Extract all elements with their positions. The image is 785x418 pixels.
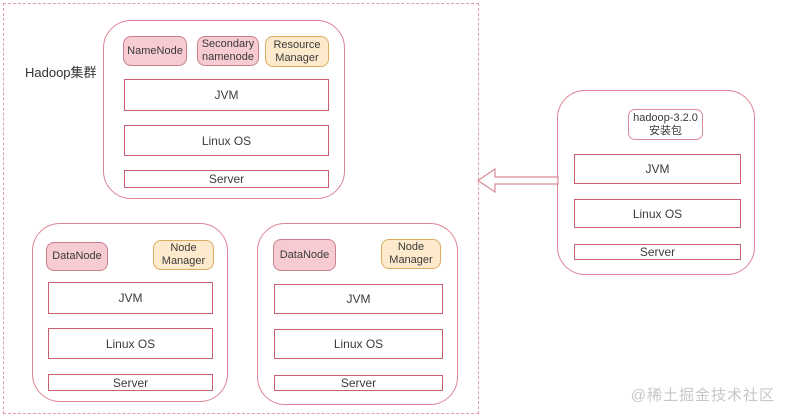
resource-manager-badge: Resource Manager	[265, 36, 329, 67]
linux-os-layer: Linux OS	[574, 199, 741, 228]
linux-os-layer: Linux OS	[48, 328, 213, 359]
hadoop-package-badge: hadoop-3.2.0 安装包	[628, 109, 703, 140]
linux-os-layer: Linux OS	[124, 125, 329, 156]
server-layer: Server	[124, 170, 329, 188]
server-layer: Server	[274, 375, 443, 391]
namenode-badge: NameNode	[123, 36, 187, 66]
secondary-namenode-badge: Secondary namenode	[197, 36, 259, 66]
node-manager-badge: Node Manager	[381, 239, 441, 269]
master-node: NameNode Secondary namenode Resource Man…	[103, 20, 345, 199]
jvm-layer: JVM	[274, 284, 443, 314]
worker-node-2: DataNode Node Manager JVM Linux OS Serve…	[257, 223, 458, 405]
cluster-label: Hadoop集群	[25, 65, 97, 80]
node-manager-badge: Node Manager	[153, 240, 214, 270]
watermark: @稀土掘金技术社区	[630, 387, 775, 404]
datanode-badge: DataNode	[46, 242, 108, 271]
jvm-layer: JVM	[124, 79, 329, 111]
deploy-arrow-icon	[473, 163, 559, 198]
worker-node-1: DataNode Node Manager JVM Linux OS Serve…	[32, 223, 228, 402]
datanode-badge: DataNode	[273, 239, 336, 271]
jvm-layer: JVM	[48, 282, 213, 314]
installer-node: hadoop-3.2.0 安装包 JVM Linux OS Server	[557, 90, 755, 275]
linux-os-layer: Linux OS	[274, 329, 443, 359]
jvm-layer: JVM	[574, 154, 741, 184]
server-layer: Server	[574, 244, 741, 260]
cluster-boundary	[3, 3, 479, 414]
server-layer: Server	[48, 374, 213, 391]
